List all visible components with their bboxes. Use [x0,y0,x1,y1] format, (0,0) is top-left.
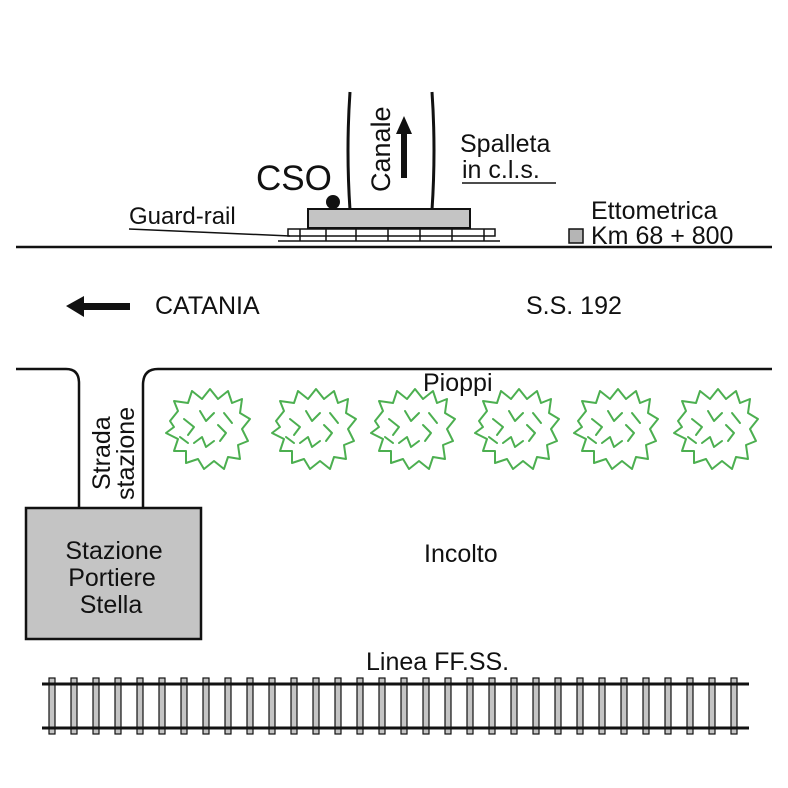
railway-sleeper [92,677,100,735]
label-station-line3: Stella [80,591,143,619]
tree-icon [271,388,357,470]
label-guard-rail: Guard-rail [129,203,236,230]
railway-sleeper [224,677,232,735]
guard-rail-leader [128,228,291,237]
arrow-left-icon [66,296,130,317]
tree-icon [673,388,759,470]
canal [346,91,436,211]
railway-sleeper [510,677,518,735]
railway-sleeper [70,677,78,735]
label-station-line1: Stazione [65,537,162,565]
label-ettometrica-line2: Km 68 + 800 [591,222,733,250]
railway-sleeper [488,677,496,735]
guard-rail [278,228,500,242]
tree-icon [370,388,456,470]
railway-sleeper [708,677,716,735]
label-ettometrica-line1: Ettometrica [591,197,718,225]
label-cso: CSO [256,159,332,198]
railway-sleeper [422,677,430,735]
label-incolto: Incolto [424,540,498,568]
label-railway: Linea FF.SS. [366,648,509,676]
railway-sleeper [334,677,342,735]
tree-icon [474,388,560,470]
railway-sleeper [576,677,584,735]
label-canale: Canale [366,106,396,192]
road-edge-south [16,367,772,508]
label-stazione: stazione [112,407,140,500]
station-building [24,506,203,641]
cso-point-icon [326,195,340,209]
railway-sleeper [180,677,188,735]
label-pioppi: Pioppi [423,369,493,397]
railway-sleeper [642,677,650,735]
railway-track [42,677,749,735]
tree-icon [165,388,251,470]
label-catania: CATANIA [155,292,260,320]
railway-sleeper [290,677,298,735]
tree-icon [573,388,659,470]
railway-sleeper [620,677,628,735]
label-road-name: S.S. 192 [526,292,622,320]
railway-sleepers [48,677,738,735]
railway-sleeper [554,677,562,735]
railway-sleeper [400,677,408,735]
ettometrica-marker-icon [568,228,584,244]
railway-sleeper [268,677,276,735]
railway-sleeper [466,677,474,735]
arrow-up-icon [396,116,412,178]
label-spalleta-line2: in c.l.s. [462,156,540,184]
railway-sleeper [730,677,738,735]
spalleta-structure [307,208,471,229]
railway-sleeper [48,677,56,735]
railway-sleeper [158,677,166,735]
railway-sleeper [532,677,540,735]
railway-sleeper [114,677,122,735]
railway-sleeper [664,677,672,735]
railway-sleeper [444,677,452,735]
railway-sleeper [136,677,144,735]
tree-row [165,388,759,470]
label-station-line2: Portiere [68,564,156,592]
label-spalleta-line1: Spalleta [460,130,550,158]
label-strada: Strada [88,416,116,490]
railway-sleeper [202,677,210,735]
railway-sleeper [686,677,694,735]
railway-sleeper [246,677,254,735]
railway-sleeper [312,677,320,735]
railway-sleeper [356,677,364,735]
railway-sleeper [598,677,606,735]
railway-sleeper [378,677,386,735]
